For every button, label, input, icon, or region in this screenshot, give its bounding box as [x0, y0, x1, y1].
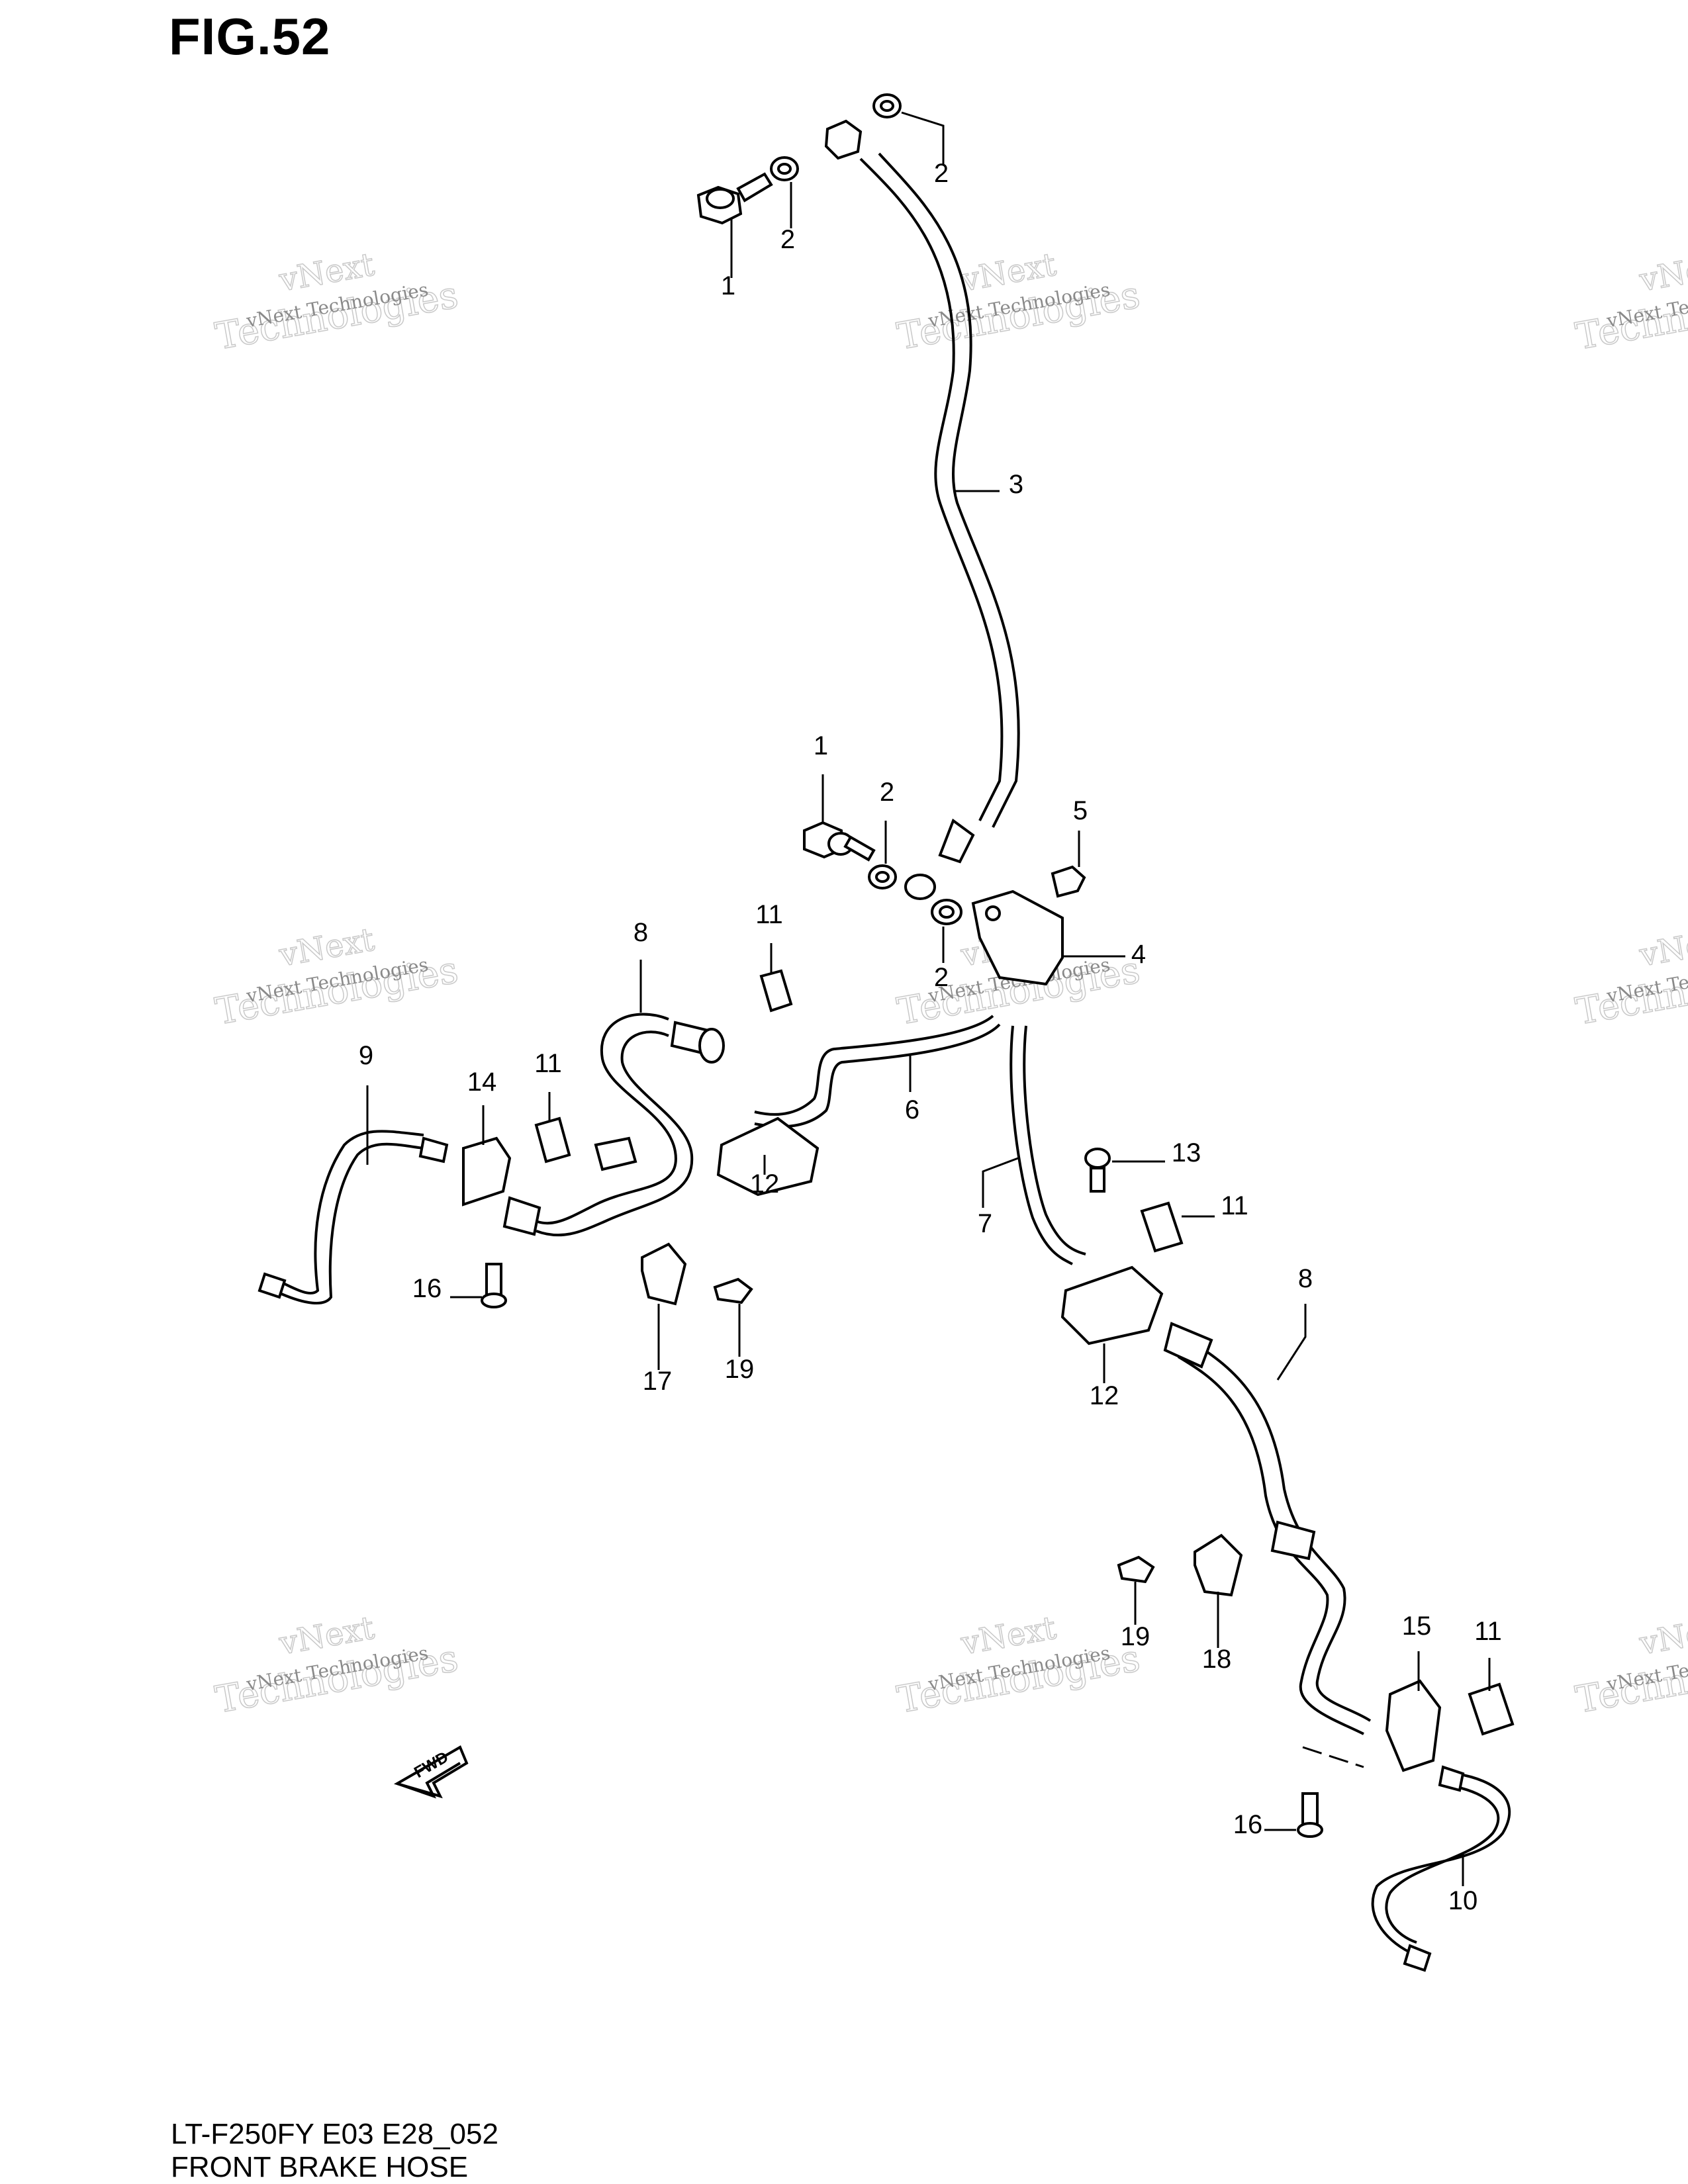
clip-11-right-lower [1468, 1658, 1515, 1736]
part-number-label: 2 [780, 225, 795, 254]
bracket-15 [1385, 1651, 1442, 1772]
part-number-label: 11 [1221, 1191, 1248, 1220]
clamp-17 [641, 1242, 687, 1370]
union-bolt-middle [803, 774, 876, 862]
clip-11-left-upper [759, 943, 793, 1013]
part-number-label: 11 [1474, 1617, 1502, 1646]
part-number-label: 2 [880, 778, 894, 807]
part-number-label: 14 [467, 1068, 497, 1097]
part-number-label: 8 [633, 918, 648, 947]
part-number-label: 18 [1202, 1645, 1232, 1674]
part-number-label: 19 [725, 1355, 755, 1384]
part-number-label: 12 [750, 1169, 780, 1199]
screw-19-right [1117, 1555, 1155, 1625]
brake-pipe-7 [982, 1025, 1086, 1265]
bolt-16-left [450, 1263, 507, 1308]
union-bolt-top [696, 172, 773, 278]
part-number-label: 16 [1233, 1810, 1263, 1839]
part-number-label: 13 [1172, 1138, 1201, 1167]
part-number-label: 19 [1121, 1622, 1150, 1651]
brake-pipe-6 [754, 1015, 1001, 1128]
part-number-label: 6 [905, 1095, 919, 1124]
watermark-text: vNext [1636, 921, 1688, 974]
diagram-name: FRONT BRAKE HOSE [171, 2151, 469, 2183]
part-number-label: 2 [934, 159, 949, 188]
brake-hose-main [824, 119, 1020, 900]
watermark-text: vNext [1636, 1610, 1688, 1662]
part-number-label: 1 [814, 731, 828, 760]
screw-19-left [713, 1277, 753, 1357]
part-number-label: 3 [1009, 470, 1023, 499]
brake-hose-left [502, 960, 725, 1237]
part-number-label: 12 [1090, 1381, 1119, 1410]
clip-11-right-upper [1140, 1201, 1215, 1253]
part-number-label: 10 [1448, 1886, 1478, 1915]
clamp-18 [1194, 1533, 1243, 1648]
part-number-label: 1 [721, 271, 735, 300]
brake-pipe-9 [258, 1085, 449, 1305]
bracket-12-right [1060, 1265, 1164, 1383]
washer-lower [931, 899, 962, 963]
part-number-label: 5 [1073, 796, 1088, 825]
bracket-12-left [716, 1116, 820, 1197]
part-number-label: 11 [755, 900, 783, 929]
part-number-label: 7 [978, 1209, 992, 1238]
bolt-16-right [1264, 1746, 1364, 1838]
bracket-14 [462, 1105, 512, 1206]
part-number-label: 16 [412, 1274, 442, 1303]
part-number-label: 11 [534, 1049, 562, 1078]
brake-hose-bracket [971, 889, 1125, 986]
washer-middle [868, 821, 897, 889]
figure-title: FIG.52 [169, 7, 331, 66]
part-number-label: 4 [1131, 940, 1146, 969]
forward-arrow-icon: FWD [393, 1745, 469, 1799]
clip-11-left-lower [534, 1092, 571, 1163]
brake-pipe-10 [1371, 1765, 1511, 1972]
washer-top-left [770, 156, 799, 228]
part-number-label: 2 [934, 963, 949, 992]
part-number-label: 8 [1298, 1264, 1313, 1293]
part-number-label: 9 [359, 1041, 373, 1070]
part-number-label: 17 [643, 1367, 673, 1396]
bolt-13 [1084, 1148, 1165, 1193]
part-number-label: 15 [1402, 1612, 1432, 1641]
brake-hose-right [1163, 1304, 1372, 1735]
watermark-text: vNext [1636, 246, 1688, 299]
model-code: LT-F250FY E03 E28_052 [171, 2118, 498, 2150]
bolt-5 [1051, 831, 1086, 898]
washer-top-right [872, 93, 945, 165]
